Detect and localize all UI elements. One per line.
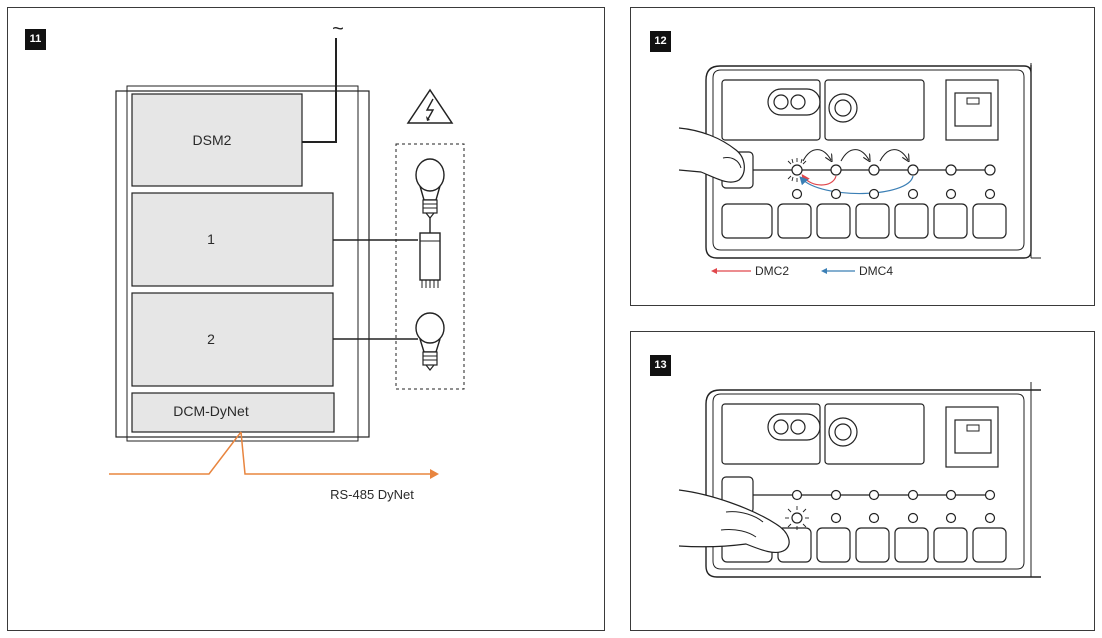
enclosure-outline bbox=[115, 90, 370, 438]
dcm-dynet-module bbox=[131, 392, 335, 433]
legend-dmc2: DMC2 bbox=[711, 264, 789, 278]
lamp-2-icon bbox=[415, 312, 445, 371]
figure-12-panel: 12 bbox=[630, 7, 1095, 306]
rj45-port-icon bbox=[945, 79, 999, 141]
rs485-bus bbox=[109, 431, 439, 479]
legend-dmc4-label: DMC4 bbox=[859, 264, 893, 278]
ir-receiver bbox=[767, 413, 821, 441]
channel-2-module bbox=[131, 292, 334, 387]
device-front-panel-diagram bbox=[678, 382, 1041, 578]
channel-1-label: 1 bbox=[207, 231, 215, 247]
dsm2-module bbox=[131, 93, 303, 187]
bus-label: RS-485 DyNet bbox=[330, 487, 414, 502]
channel-1-module bbox=[131, 192, 334, 287]
display-window bbox=[721, 79, 821, 141]
figure-number-badge: 12 bbox=[650, 31, 671, 52]
figure-11-panel: 11 DSM2 1 2 DCM-DyNet ~ bbox=[7, 7, 605, 631]
pointing-hand-icon bbox=[678, 127, 745, 183]
bus-arrow-icon bbox=[430, 469, 439, 479]
device-housing bbox=[705, 389, 1041, 578]
sensor-lens bbox=[828, 417, 858, 447]
pointing-hand-icon bbox=[678, 489, 790, 554]
device-housing bbox=[705, 65, 1032, 259]
legend-dmc2-label: DMC2 bbox=[755, 264, 789, 278]
high-voltage-warning-icon bbox=[406, 88, 454, 124]
ac-supply-symbol: ~ bbox=[332, 18, 344, 40]
lamp-1-icon bbox=[415, 158, 445, 219]
mains-wire bbox=[302, 38, 337, 143]
wiring-diagram: DSM2 1 2 DCM-DyNet ~ bbox=[109, 18, 465, 502]
display-window bbox=[721, 403, 821, 465]
device-front-panel-diagram: DMC2 DMC4 bbox=[678, 63, 1041, 278]
figure-number-badge: 11 bbox=[25, 29, 46, 50]
figure-number-badge: 13 bbox=[650, 355, 671, 376]
figure-13-panel: 13 bbox=[630, 331, 1095, 631]
dsm2-module-label: DSM2 bbox=[193, 132, 232, 148]
legend-dmc4: DMC4 bbox=[821, 264, 893, 278]
keypad-keys bbox=[721, 203, 1007, 239]
channel-2-label: 2 bbox=[207, 331, 215, 347]
rj45-port-icon bbox=[945, 406, 999, 468]
dcm-dynet-label: DCM-DyNet bbox=[173, 403, 249, 419]
led-active-icon bbox=[785, 158, 809, 182]
driver-icon bbox=[419, 218, 441, 288]
dmc4-return-arrow bbox=[799, 175, 914, 195]
sensor-lens bbox=[828, 93, 858, 123]
ir-receiver bbox=[767, 88, 821, 116]
led-active-icon bbox=[785, 506, 809, 530]
